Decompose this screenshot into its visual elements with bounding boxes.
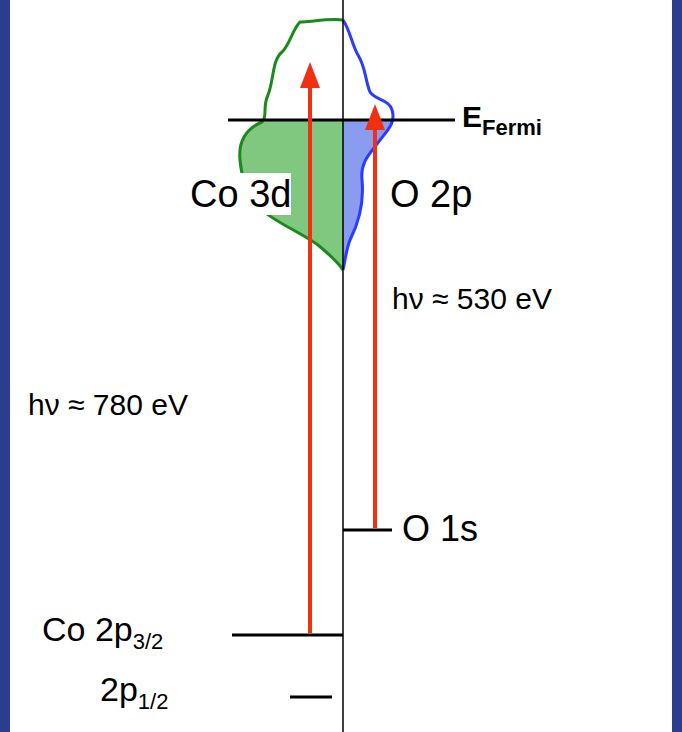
photon-energy-label: hν ≈ 530 eV (392, 282, 552, 317)
text-label: O 1s (402, 508, 478, 549)
core-level-label: O 1s (402, 508, 478, 549)
text-label: Co 3d (190, 173, 291, 215)
o-1s-level (343, 529, 392, 532)
text-label: O 2p (390, 173, 472, 215)
core-level-label: Co 2p3/2 (42, 610, 163, 654)
co-excitation-arrow (308, 82, 312, 633)
text-label: 2p (100, 670, 138, 708)
co-2p32-level (232, 634, 343, 637)
subscript-label: 1/2 (138, 689, 169, 714)
text-label: E (462, 100, 482, 133)
fermi-label: EFermi (462, 100, 542, 140)
o-arrowhead (365, 104, 385, 130)
text-label: Co 2p (42, 610, 133, 648)
o-2p-dos-outline (343, 20, 393, 270)
axis-line (342, 0, 344, 732)
o-2p-dos-fill (343, 120, 393, 270)
co-3d-dos-outline (240, 19, 343, 270)
orbital-label: Co 3d (190, 173, 291, 217)
orbital-label: O 2p (390, 173, 472, 217)
co-2p12-level (290, 696, 332, 699)
fermi-level (228, 119, 455, 122)
text-label: hν ≈ 780 eV (28, 388, 188, 421)
core-level-label: 2p1/2 (100, 670, 168, 714)
photon-energy-label: hν ≈ 780 eV (28, 388, 188, 423)
o-excitation-arrow (373, 124, 377, 528)
text-label: hν ≈ 530 eV (392, 282, 552, 315)
subscript-label: 3/2 (133, 629, 164, 654)
co-arrowhead (300, 62, 320, 88)
subscript-label: Fermi (482, 115, 542, 140)
